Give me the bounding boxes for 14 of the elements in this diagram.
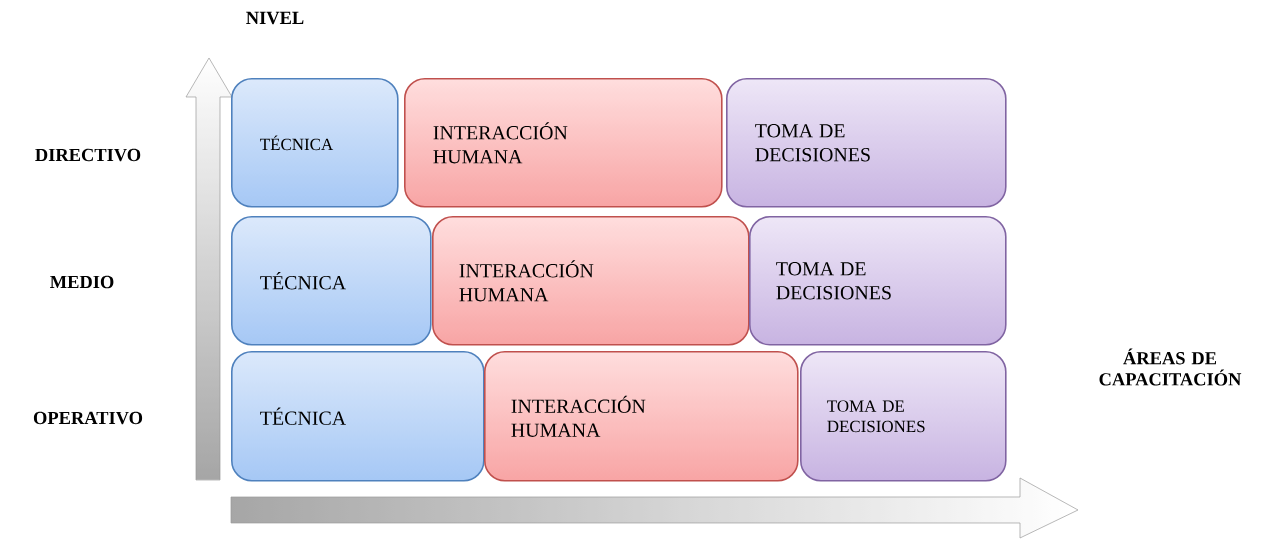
axis-label: DIRECTIVO [35,148,141,162]
skill-box: TOMA DE DECISIONES [726,78,1007,208]
skill-box: INTERACCIÓN HUMANA [484,351,799,482]
axis-label: OPERATIVO [33,411,143,425]
skill-box: TÉCNICA [231,216,432,346]
axis-label: NIVEL [246,11,304,25]
skill-box: INTERACCIÓN HUMANA [432,216,750,346]
skill-box: INTERACCIÓN HUMANA [404,78,723,208]
skill-box: TÉCNICA [231,78,399,208]
axis-label: MEDIO [50,275,114,289]
axis-label: ÁREAS DE CAPACITACIÓN [1099,348,1242,386]
skill-box: TOMA DE DECISIONES [749,216,1007,346]
skill-box: TÉCNICA [231,351,485,482]
skill-box: TOMA DE DECISIONES [800,351,1007,482]
